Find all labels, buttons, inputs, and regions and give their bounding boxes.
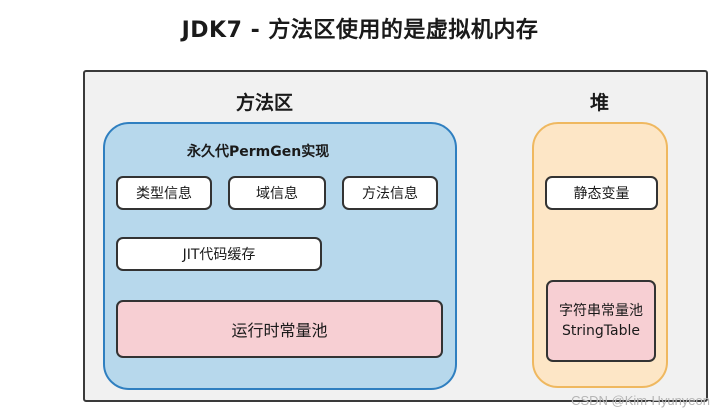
diagram-title: JDK7 - 方法区使用的是虚拟机内存 bbox=[181, 18, 539, 43]
heap-label: 堆 bbox=[590, 92, 610, 114]
field-info-box: 域信息 bbox=[228, 176, 326, 210]
string-table-label-en: StringTable bbox=[562, 323, 640, 339]
runtime-constant-pool-box: 运行时常量池 bbox=[116, 300, 443, 358]
permgen-label: 永久代PermGen实现 bbox=[187, 144, 330, 160]
string-table-label-cn: 字符串常量池 bbox=[559, 303, 643, 319]
method-info-box: 方法信息 bbox=[342, 176, 438, 210]
method-area-label: 方法区 bbox=[236, 92, 294, 114]
watermark: CSDN @Kim-Hyunyeon bbox=[571, 393, 710, 408]
type-info-box: 类型信息 bbox=[116, 176, 212, 210]
jit-code-cache-box: JIT代码缓存 bbox=[116, 237, 322, 271]
static-variables-box: 静态变量 bbox=[545, 176, 658, 210]
string-table-box: 字符串常量池 StringTable bbox=[546, 280, 656, 362]
